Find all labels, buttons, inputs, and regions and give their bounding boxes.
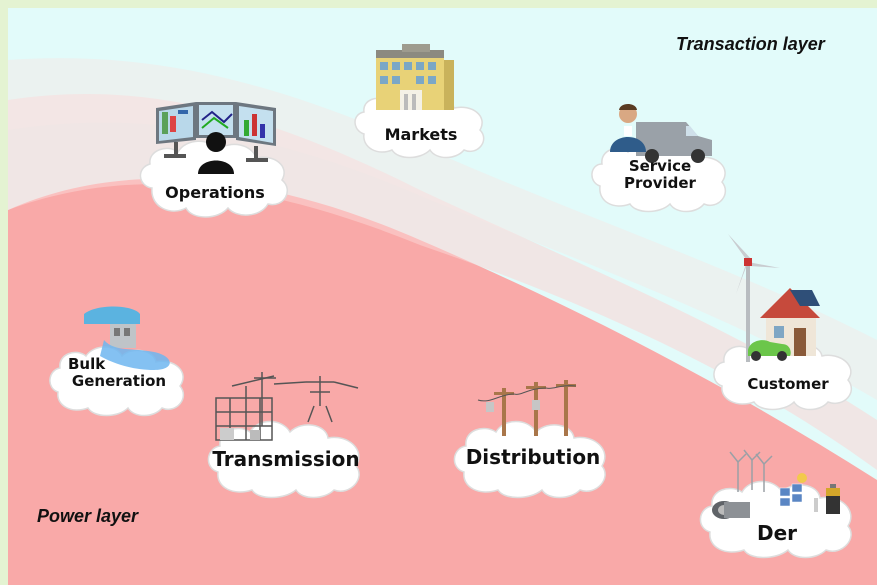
- node-der[interactable]: Der: [694, 448, 860, 560]
- bulk-generation-label-line2: Generation: [71, 371, 167, 390]
- node-label: Distribution: [448, 446, 618, 468]
- node-markets[interactable]: Markets: [350, 42, 492, 160]
- operations-label: Operations: [165, 183, 265, 202]
- node-customer[interactable]: Customer: [708, 232, 868, 412]
- distribution-label: Distribution: [465, 445, 601, 469]
- house-windturbine-icon: [728, 234, 820, 362]
- node-label: Transmission: [202, 448, 370, 470]
- node-bulk-generation[interactable]: Bulk Generation: [44, 300, 194, 418]
- substation-tower-icon: [215, 372, 359, 441]
- node-label: Markets: [350, 126, 492, 144]
- node-label: Customer: [708, 376, 868, 393]
- node-transmission[interactable]: Transmission: [202, 366, 370, 500]
- node-label: Der: [694, 522, 860, 544]
- der-label: Der: [756, 521, 798, 545]
- node-service-provider[interactable]: Service Provider: [586, 98, 734, 214]
- power-layer-label: Power layer: [37, 506, 139, 526]
- dam-icon: [84, 306, 170, 370]
- der-assets-icon: [712, 449, 840, 519]
- control-monitors-icon: [156, 102, 276, 174]
- transaction-layer-label: Transaction layer: [676, 34, 825, 54]
- cloud-shape: [453, 420, 606, 499]
- person-truck-icon: [610, 104, 712, 163]
- building-icon: [376, 44, 454, 110]
- cloud-shape: [699, 480, 852, 559]
- node-distribution[interactable]: Distribution: [448, 372, 618, 500]
- node-label: Bulk Generation: [44, 356, 194, 389]
- node-label: Operations: [134, 184, 296, 202]
- transmission-label: Transmission: [212, 447, 360, 471]
- markets-label: Markets: [384, 125, 458, 144]
- service-provider-label-line1: Service: [628, 157, 692, 175]
- service-provider-label-line2: Provider: [624, 173, 696, 192]
- node-label: Service Provider: [586, 158, 734, 191]
- node-operations[interactable]: Operations: [134, 100, 296, 222]
- utility-poles-icon: [477, 380, 577, 436]
- customer-label: Customer: [747, 375, 829, 393]
- bulk-generation-label-line1: Bulk: [68, 355, 106, 373]
